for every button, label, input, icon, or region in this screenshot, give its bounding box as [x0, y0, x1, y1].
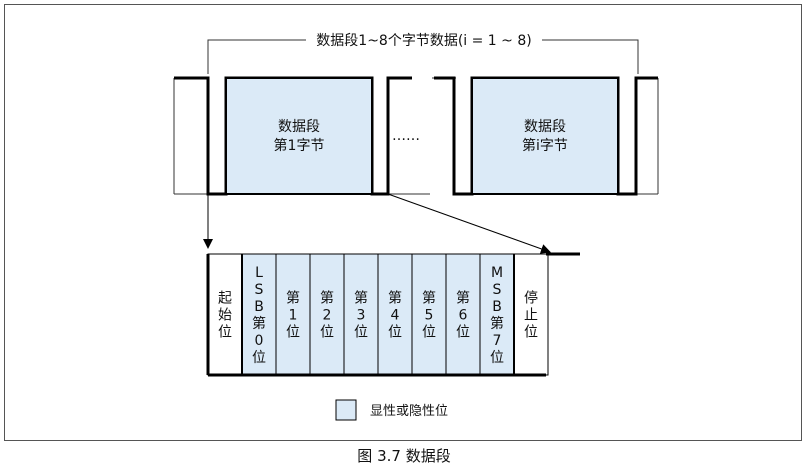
bit-cell-1-char-2: B [254, 299, 264, 315]
header-label: 数据段1~8个字节数据(i = 1 ~ 8) [316, 33, 531, 49]
bit-cell-8-char-0: M [491, 265, 503, 281]
bit-cell-3-char-0: 第 [320, 290, 334, 307]
bit-cell-0-char-2: 位 [218, 325, 232, 341]
byte-box-i [471, 77, 619, 195]
bit-cell-7-char-0: 第 [456, 290, 470, 307]
byte-box-1-line2: 第1字节 [274, 137, 325, 154]
figure-caption: 图 3.7 数据段 [357, 447, 450, 465]
bit-cell-8-char-5: 位 [490, 350, 504, 366]
bit-cell-5-char-2: 位 [388, 325, 402, 341]
bit-cell-9-char-2: 位 [524, 325, 538, 341]
bit-cell-1-char-3: 第 [252, 315, 266, 332]
byte-box-i-line2: 第i字节 [522, 137, 568, 154]
bit-cell-4 [343, 253, 379, 376]
expansion-lines [203, 193, 551, 254]
bit-cell-7-char-1: 6 [459, 308, 468, 324]
bit-cell-6 [411, 253, 447, 376]
bit-cell-2-char-0: 第 [286, 290, 300, 307]
bit-cell-4-char-2: 位 [354, 325, 368, 341]
bit-cell-4-char-1: 3 [357, 308, 366, 324]
bit-cell-9 [513, 253, 549, 376]
legend-label: 显性或隐性位 [370, 404, 448, 419]
bit-cell-9-char-0: 停 [524, 290, 538, 307]
byte-box-1 [225, 77, 373, 195]
bit-cell-7-char-2: 位 [456, 325, 470, 341]
bit-cell-5-char-0: 第 [388, 290, 402, 307]
bit-cell-8-char-3: 第 [490, 315, 504, 332]
bit-cell-3-char-2: 位 [320, 325, 334, 341]
bit-cell-8-char-1: S [493, 282, 502, 298]
bit-cell-0-char-0: 起 [218, 291, 232, 307]
bit-cell-6-char-1: 5 [425, 308, 434, 324]
bit-cell-8-char-2: B [492, 299, 502, 315]
bit-cell-1-char-5: 位 [252, 350, 266, 366]
bit-cell-4-char-0: 第 [354, 290, 368, 307]
bit-cell-5-char-1: 4 [391, 308, 400, 324]
bit-cell-2-char-2: 位 [286, 325, 300, 341]
bit-cell-9-char-1: 止 [524, 308, 538, 324]
bit-cell-6-char-0: 第 [422, 290, 436, 307]
bit-cell-6-char-2: 位 [422, 325, 436, 341]
legend-swatch [335, 399, 357, 421]
bit-cell-1-char-0: L [255, 265, 263, 281]
outer-frame [4, 4, 802, 441]
bit-cell-1-char-1: S [255, 282, 264, 298]
byte-box-i-line1: 数据段 [524, 119, 566, 135]
byte-box-1-line1: 数据段 [278, 119, 320, 135]
bit-cell-3-char-1: 2 [323, 308, 332, 324]
header-bracket [207, 39, 639, 74]
bit-cell-2-char-1: 1 [289, 308, 298, 324]
bit-cell-8-char-4: 7 [493, 333, 502, 349]
bit-cell-0-char-1: 始 [218, 308, 232, 324]
bit-cell-1-char-4: 0 [255, 333, 264, 349]
ellipsis: …… [392, 128, 420, 144]
bit-cell-5 [377, 253, 413, 376]
